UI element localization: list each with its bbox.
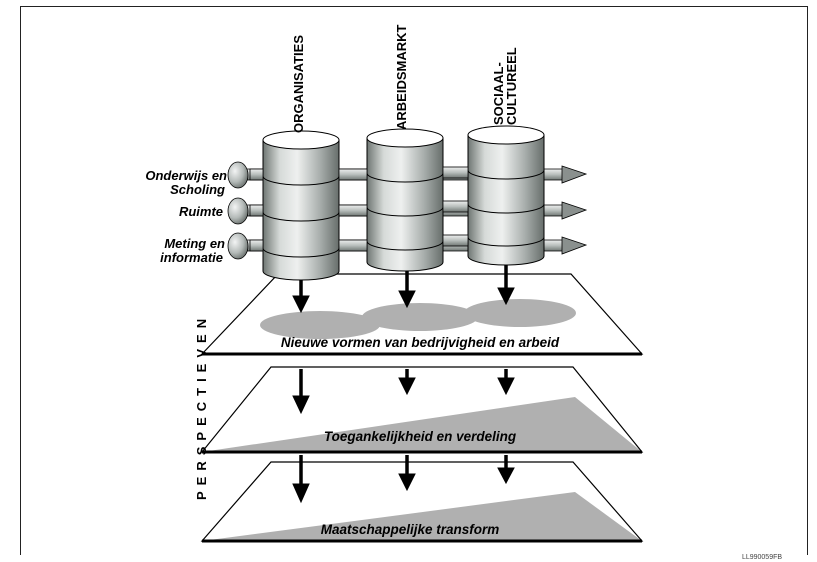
knob-meting-icon [227, 232, 249, 260]
side-label-onderwijs-2: Scholing [170, 182, 225, 197]
perspectives-label: PERSPECTIEVEN [194, 313, 209, 500]
pin-knobs [227, 161, 249, 260]
layer-toegankelijkheid [200, 366, 644, 454]
layer-2-label: Toegankelijkheid en verdeling [324, 429, 517, 444]
pin-gaps [249, 166, 469, 252]
knob-ruimte-icon [227, 197, 249, 225]
layer-maatschappelijke [200, 461, 644, 543]
cylinder-organisaties [262, 130, 340, 281]
side-label-onderwijs-1: Onderwijs en [145, 168, 227, 183]
side-label-meting-2: informatie [160, 250, 223, 265]
column-label-sociaal: SOCIAAL- [491, 62, 506, 125]
cylinder-sociaal-cultureel [467, 125, 545, 266]
cylinder-arbeidsmarkt [366, 128, 444, 272]
column-label-arbeidsmarkt: ARBEIDSMARKT [394, 25, 409, 131]
side-label-ruimte: Ruimte [179, 204, 223, 219]
column-labels: ORGANISATIES ARBEIDSMARKT SOCIAAL- CULTU… [291, 25, 519, 134]
knob-onderwijs-icon [227, 161, 249, 189]
layer-3-label: Maatschappelijke transform [321, 522, 500, 537]
layer-nieuwe-vormen [200, 273, 644, 356]
column-label-cultureel: CULTUREEL [504, 47, 519, 125]
side-label-meting-1: Meting en [164, 236, 225, 251]
figure-code: LL990059FB [742, 554, 782, 561]
column-label-organisaties: ORGANISATIES [291, 35, 306, 133]
figure-frame [20, 6, 808, 555]
side-labels: Onderwijs en Scholing Ruimte Meting en i… [145, 168, 227, 265]
arrows [292, 262, 515, 504]
layer-1-label: Nieuwe vormen van bedrijvigheid en arbei… [281, 335, 560, 350]
